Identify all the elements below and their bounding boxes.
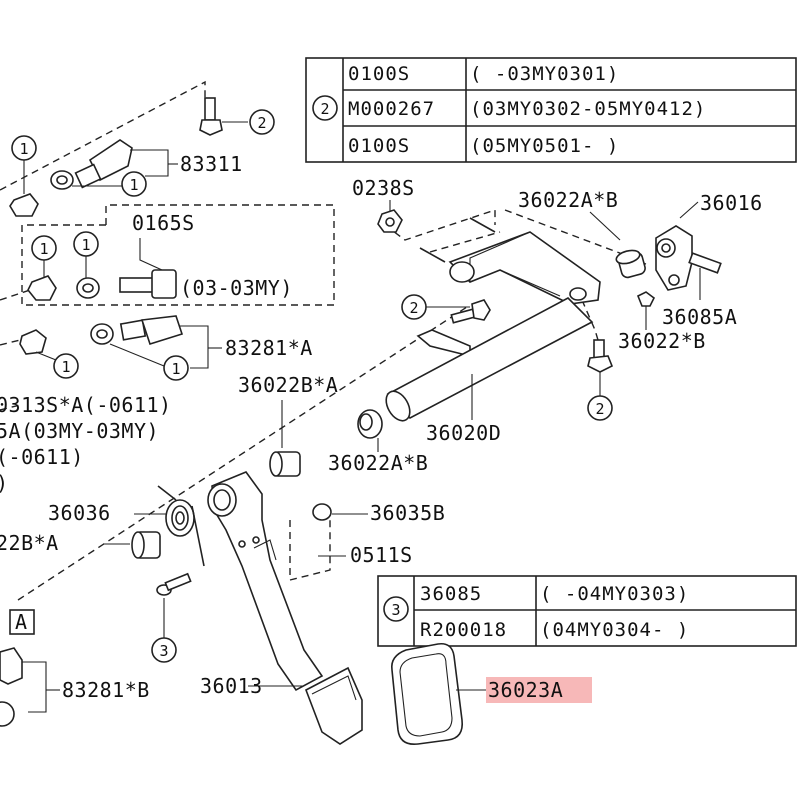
top-table-frame bbox=[305, 57, 797, 163]
top-table: 2 0100S ( -03MY0301) M000267 (03MY0302-0… bbox=[305, 57, 797, 163]
callout-1-e bbox=[53, 353, 79, 379]
pedal-pad-36023a: 36023A bbox=[390, 642, 592, 746]
spring-36036: 36036 bbox=[48, 485, 205, 567]
callout-2-a-text: 2 bbox=[257, 114, 266, 132]
box-0165s bbox=[21, 204, 335, 306]
pedal-bracket: 0238S 36022A*B 36016 36085A 36022*B bbox=[352, 176, 763, 421]
callout-2-b bbox=[587, 395, 613, 421]
label-83281b: 83281*B bbox=[62, 678, 150, 702]
label-36023a: 36023A bbox=[488, 678, 563, 702]
bottom-row-1-range: ( -04MY0303) bbox=[540, 583, 689, 605]
pedal-arm-36013: 36013 bbox=[200, 471, 363, 745]
bolt-top bbox=[199, 97, 223, 136]
sensor-83311: 2 83311 1 1 bbox=[9, 97, 275, 217]
bottom-row-2-part: R200018 bbox=[420, 619, 507, 641]
callout-1-a bbox=[121, 171, 147, 197]
top-row-3-range: (05MY0501- ) bbox=[470, 135, 619, 157]
pivot-tube-36020d: 36020D bbox=[385, 297, 594, 445]
label-36085a: 36085A bbox=[662, 305, 737, 329]
clip-0511s: 0511S bbox=[318, 543, 413, 567]
label-0165s: 0165S bbox=[132, 211, 195, 235]
top-row-2-range: (03MY0302-05MY0412) bbox=[470, 98, 706, 120]
box-a-label: A bbox=[15, 610, 28, 634]
bushing-36022ba: 36022B*A bbox=[238, 373, 338, 477]
callout-1-c-text: 1 bbox=[39, 240, 48, 258]
callout-1-g bbox=[0, 701, 15, 727]
label-36022b-right: 36022*B bbox=[618, 329, 706, 353]
label-0611: (-0611) bbox=[0, 445, 84, 469]
top-table-ref-circle bbox=[312, 95, 338, 121]
label-0238s: 0238S bbox=[352, 176, 415, 200]
bottom-row-1-part: 36085 bbox=[420, 583, 482, 605]
callout-1-f bbox=[163, 355, 189, 381]
callout-1-a-text: 1 bbox=[129, 176, 138, 194]
label-36022ab-mid: 36022A*B bbox=[328, 451, 428, 475]
callout-1-b-text: 1 bbox=[19, 140, 28, 158]
bushing-22ba: 22B*A bbox=[0, 531, 161, 559]
top-table-ref: 2 bbox=[320, 100, 329, 118]
bottom-row-2-range: (04MY0304- ) bbox=[540, 619, 689, 641]
bottom-table-ref: 3 bbox=[391, 601, 400, 619]
label-0165s-range: (03-03MY) bbox=[180, 276, 293, 300]
stop-36035b: 36035B bbox=[312, 501, 445, 525]
label-0511s: 0511S bbox=[350, 543, 413, 567]
pin-3: 3 bbox=[151, 572, 192, 663]
callout-3-a-text: 3 bbox=[159, 642, 168, 660]
label-36022ba: 36022B*A bbox=[238, 373, 338, 397]
top-row-1-part: 0100S bbox=[348, 63, 410, 85]
callout-2-a bbox=[249, 109, 275, 135]
bottom-table-ref-circle bbox=[383, 596, 409, 622]
bottom-table: 3 36085 ( -04MY0303) R200018 (04MY0304- … bbox=[377, 575, 797, 647]
bottom-table-frame bbox=[377, 575, 797, 647]
label-36013: 36013 bbox=[200, 674, 263, 698]
callout-1-e-text: 1 bbox=[61, 358, 70, 376]
top-row-2-part: M000267 bbox=[348, 98, 435, 120]
label-83281a: 83281*A bbox=[225, 336, 313, 360]
label-36036: 36036 bbox=[48, 501, 111, 525]
top-row-1-range: ( -03MY0301) bbox=[470, 63, 619, 85]
callout-3-a bbox=[151, 637, 177, 663]
box-a-frame bbox=[9, 609, 35, 635]
label-36020d: 36020D bbox=[426, 421, 501, 445]
sensor-83281a: 83281*A 1 1 bbox=[19, 315, 313, 381]
label-36016: 36016 bbox=[700, 191, 763, 215]
callout-2-b-text: 2 bbox=[595, 400, 604, 418]
label-0313s: 0313S*A(-0611) bbox=[0, 393, 172, 417]
label-22ba: 22B*A bbox=[0, 531, 59, 555]
bushing-36022ab-mid: 36022A*B bbox=[328, 409, 428, 475]
view-marker-a: A bbox=[9, 609, 35, 635]
label-36035b: 36035B bbox=[370, 501, 445, 525]
bolt-0165s-assembly: 0165S 1 1 (03-03MY) bbox=[27, 211, 293, 301]
callout-1-f-text: 1 bbox=[171, 360, 180, 378]
callout-2-c-text: 2 bbox=[409, 299, 418, 317]
highlight-36023a bbox=[486, 677, 592, 703]
top-row-3-part: 0100S bbox=[348, 135, 410, 157]
label-36022ab-top: 36022A*B bbox=[518, 188, 618, 212]
label-5a: 5A(03MY-03MY) bbox=[0, 419, 159, 443]
label-83311: 83311 bbox=[180, 152, 243, 176]
sensor-83281b: 83281*B bbox=[0, 647, 150, 727]
callout-1-d-text: 1 bbox=[81, 236, 90, 254]
label-paren: ) bbox=[0, 471, 9, 495]
